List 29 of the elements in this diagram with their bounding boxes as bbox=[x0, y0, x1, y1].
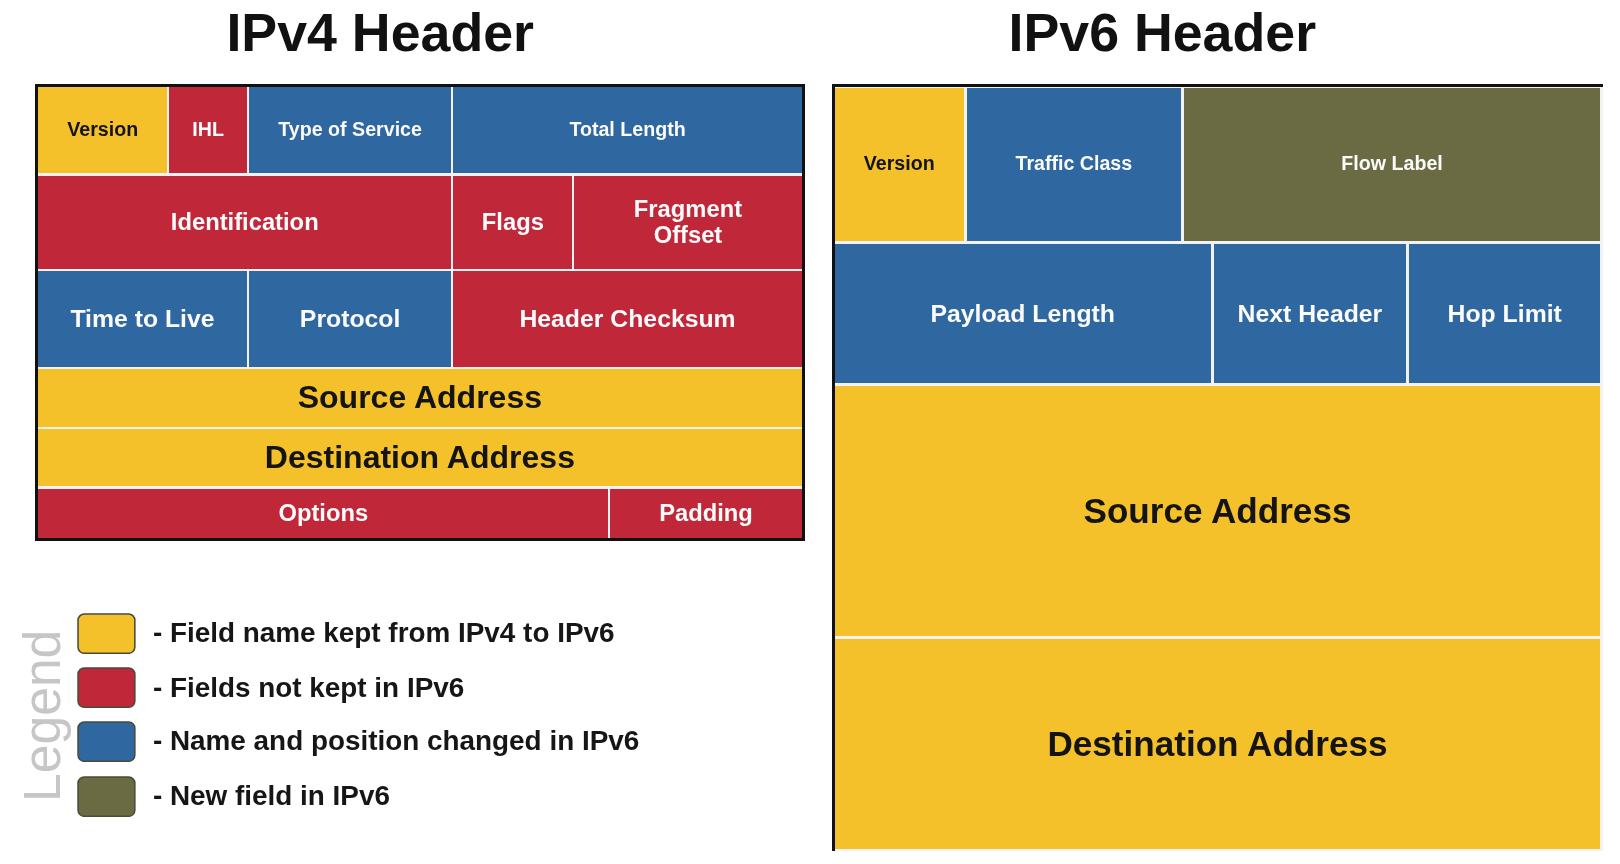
header-field: Source Address bbox=[38, 368, 802, 427]
header-field: IHL bbox=[169, 86, 247, 174]
header-field: Destination Address bbox=[38, 428, 802, 487]
header-field: Next Header bbox=[1213, 243, 1406, 384]
legend-title: Legend bbox=[17, 629, 70, 803]
legend-text: - Fields not kept in IPv6 bbox=[152, 670, 465, 704]
header-field: Destination Address bbox=[834, 639, 1601, 850]
header-field: Fragment Offset bbox=[574, 175, 802, 269]
header-field: Identification bbox=[38, 175, 452, 269]
header-field: Header Checksum bbox=[453, 270, 802, 367]
header-field: Protocol bbox=[248, 270, 452, 367]
header-field: Payload Length bbox=[834, 243, 1211, 384]
panel-heading: IPv6 Header bbox=[1007, 3, 1318, 61]
header-field: Flags bbox=[453, 175, 573, 269]
header-field: Hop Limit bbox=[1409, 243, 1601, 384]
legend-text: - Field name kept from IPv4 to IPv6 bbox=[152, 615, 615, 650]
header-field: Total Length bbox=[453, 86, 802, 174]
header-field: Source Address bbox=[834, 386, 1601, 637]
header-field: Time to Live bbox=[38, 270, 247, 367]
legend-text: - New field in IPv6 bbox=[152, 779, 390, 813]
header-field: Version bbox=[834, 87, 964, 241]
header-field: Padding bbox=[610, 488, 802, 539]
legend-text: - Name and position changed in IPv6 bbox=[152, 724, 640, 758]
header-field: Traffic Class bbox=[966, 87, 1181, 241]
header-field: Options bbox=[38, 488, 609, 539]
panel-heading: IPv4 Header bbox=[225, 3, 535, 61]
header-field: Version bbox=[38, 86, 168, 174]
header-field: Type of Service bbox=[248, 86, 452, 174]
header-field: Flow Label bbox=[1183, 87, 1601, 241]
